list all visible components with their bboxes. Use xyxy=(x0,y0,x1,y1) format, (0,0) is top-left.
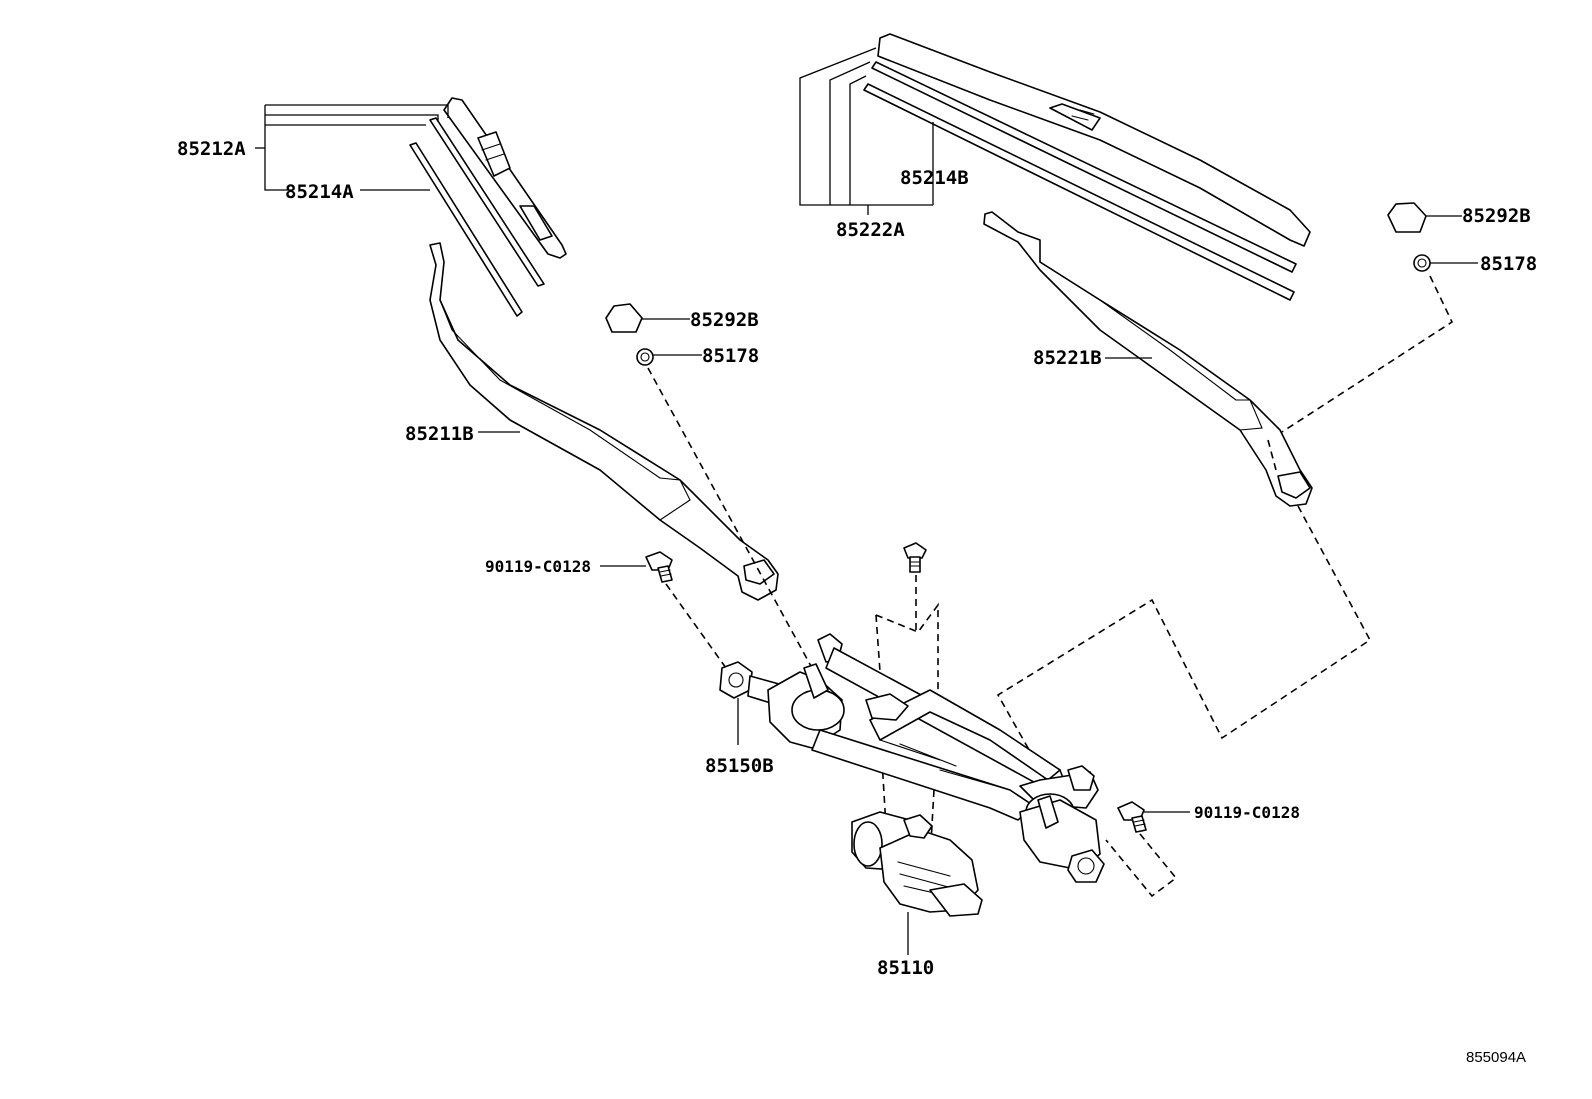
label-bolt-left: 90119-C0128 xyxy=(485,557,591,576)
dash-arm-right-to-pivot xyxy=(996,505,1372,809)
dash-bolt-right xyxy=(1105,833,1178,898)
left-blade-frame xyxy=(429,117,545,287)
label-arm-left: 85211B xyxy=(405,423,474,445)
right-mounting-bolt xyxy=(1117,801,1147,833)
wiper-linkage xyxy=(719,633,1105,883)
dash-nut-left-to-pivot xyxy=(647,367,813,669)
blade-left-bracket xyxy=(255,104,449,191)
left-pivot-cap xyxy=(605,303,643,333)
left-wiper-arm xyxy=(429,242,779,601)
dash-center-bracket xyxy=(875,602,939,861)
label-blade-right: 85222A xyxy=(836,219,905,241)
left-pivot-nut xyxy=(636,348,654,366)
figure-code: 855094A xyxy=(1466,1049,1526,1066)
center-mounting-bolt xyxy=(903,542,927,573)
left-wiper-rubber xyxy=(409,142,523,317)
right-wiper-blade xyxy=(877,33,1311,247)
label-rubber-right: 85214B xyxy=(900,167,969,189)
right-wiper-arm xyxy=(983,211,1313,507)
label-arm-right: 85221B xyxy=(1033,347,1102,369)
right-pivot-cap xyxy=(1387,202,1427,233)
label-link: 85150B xyxy=(705,755,774,777)
left-wiper-blade xyxy=(443,97,567,259)
label-motor: 85110 xyxy=(877,957,934,979)
right-blade-frame xyxy=(871,61,1297,273)
left-mounting-bolt xyxy=(645,551,673,583)
label-nut-left: 85178 xyxy=(702,345,759,367)
label-cap-right: 85292B xyxy=(1462,205,1531,227)
label-bolt-right: 90119-C0128 xyxy=(1194,803,1300,822)
dash-bolt-left xyxy=(665,583,727,669)
dash-nut-right xyxy=(1281,275,1454,433)
label-blade-left: 85212A xyxy=(177,138,246,160)
right-wiper-rubber xyxy=(863,83,1295,301)
wiper-motor xyxy=(851,811,983,917)
right-pivot-nut xyxy=(1413,254,1431,272)
blade-right-bracket xyxy=(799,47,934,215)
label-cap-left: 85292B xyxy=(690,309,759,331)
label-nut-right: 85178 xyxy=(1480,253,1537,275)
label-rubber-left: 85214A xyxy=(285,181,354,203)
